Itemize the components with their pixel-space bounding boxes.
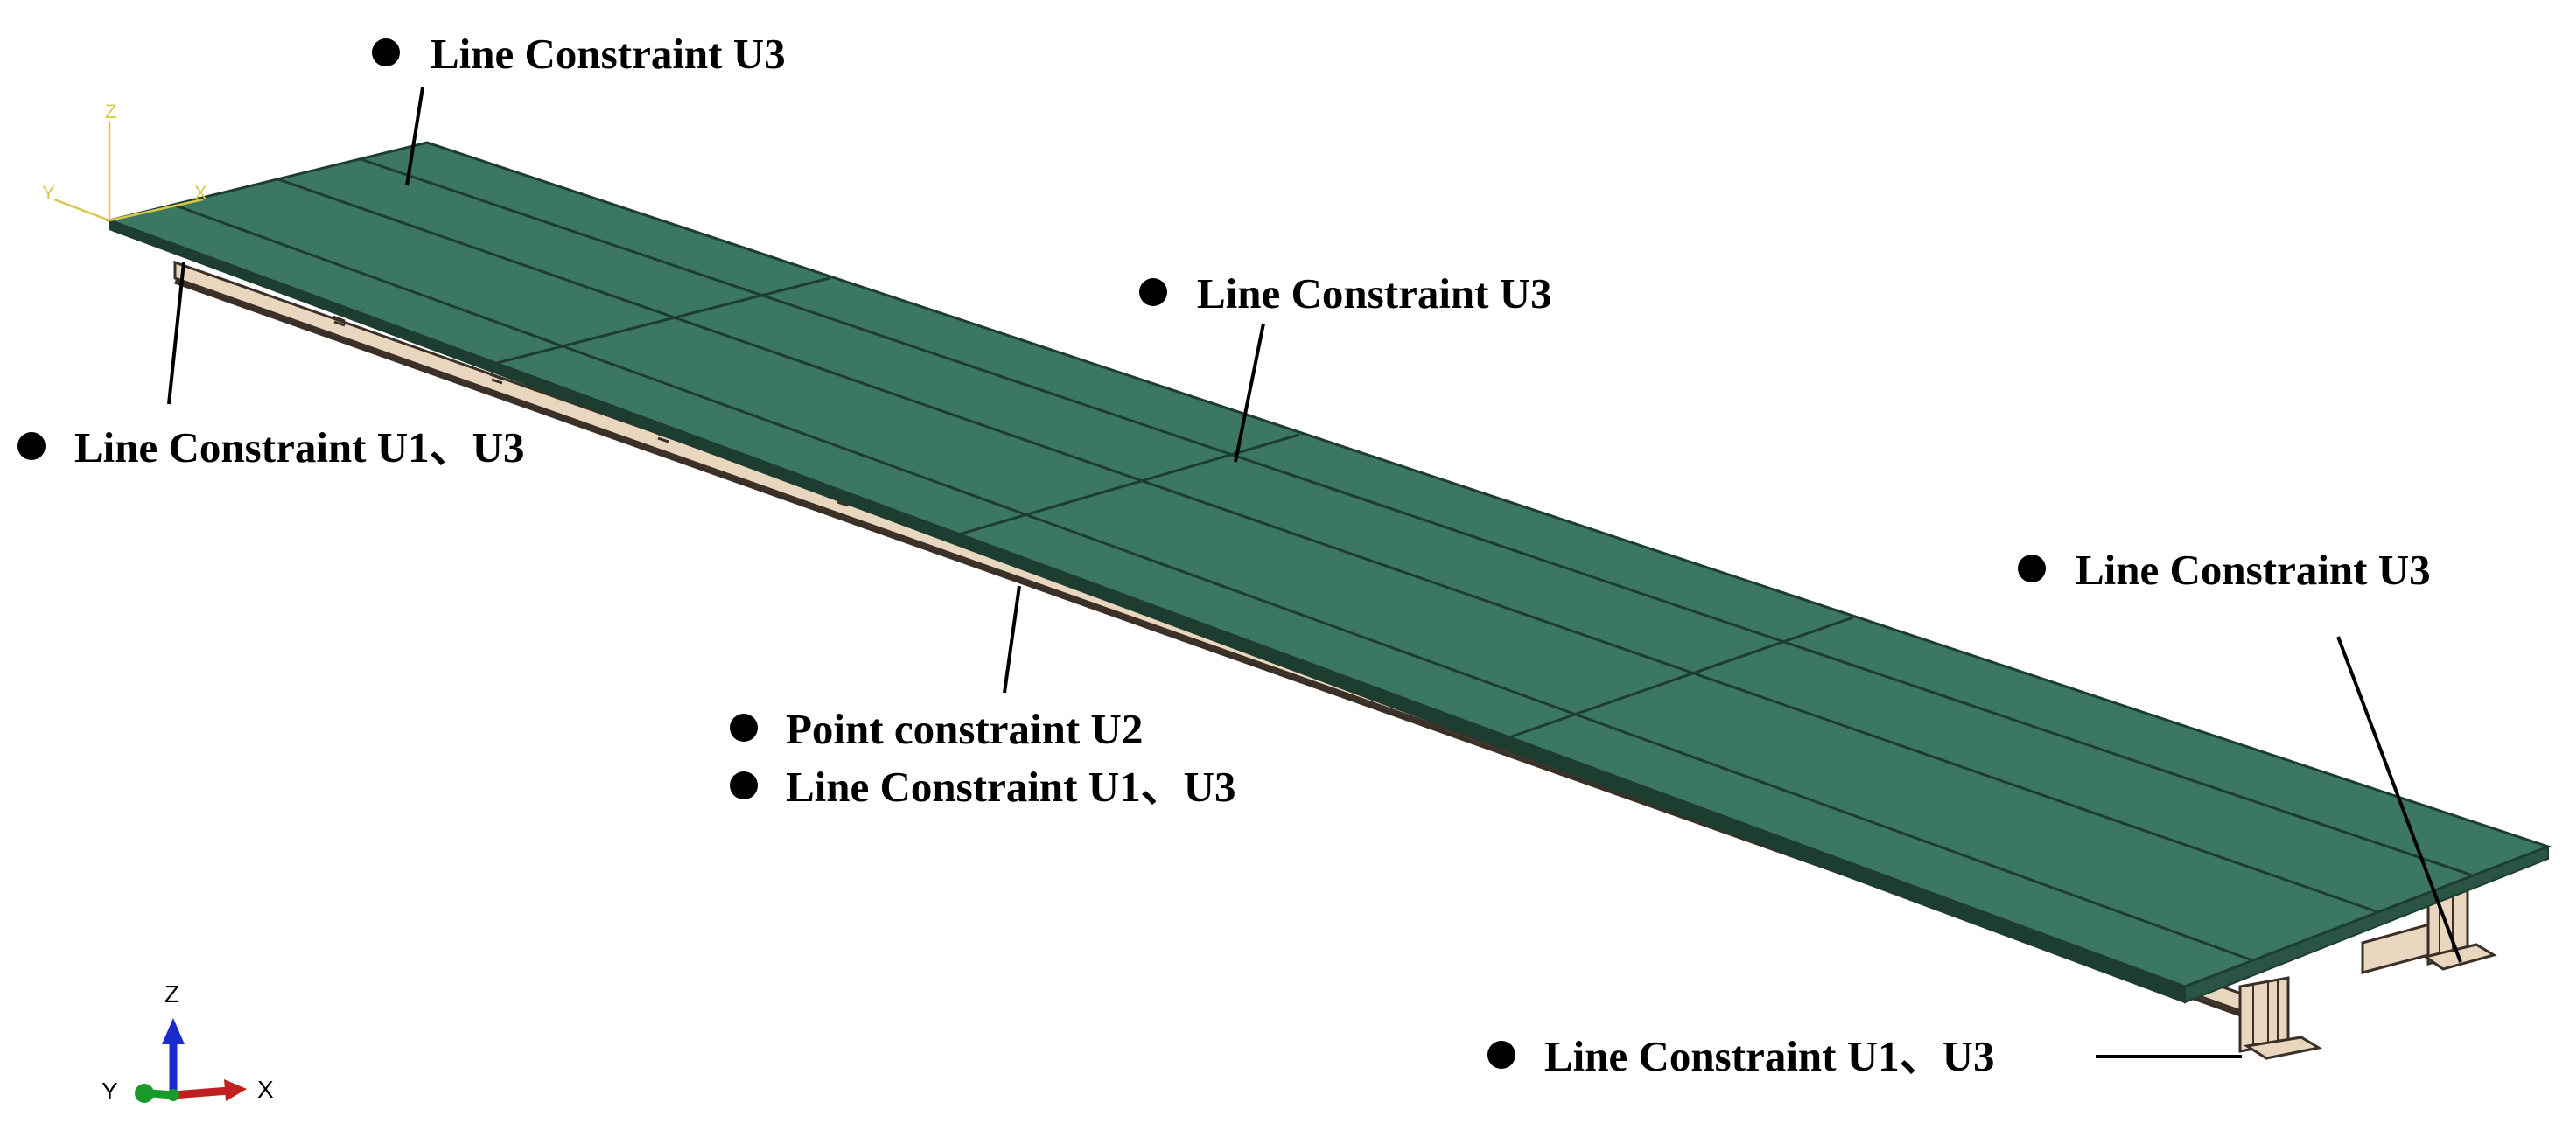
annotation-1: Line Constraint U3 — [372, 30, 786, 78]
leader-line-2 — [1234, 323, 1265, 463]
bullet-icon — [730, 714, 758, 742]
view-axis-x-label: X — [257, 1076, 274, 1103]
annotation-3: Line Constraint U1、U3 — [18, 423, 525, 471]
annotation-6: Line Constraint U1、U3 — [730, 763, 1236, 811]
deck-slab — [104, 141, 2552, 1004]
z-arrow-icon — [162, 1018, 185, 1044]
annotation-5: Point constraint U2 — [730, 705, 1143, 753]
bullet-icon — [2018, 555, 2046, 582]
annotation-2: Line Constraint U3 — [1139, 269, 1552, 317]
leader-lines — [167, 87, 2462, 1058]
annotation-5-text: Point constraint U2 — [786, 705, 1143, 753]
annotation-4-text: Line Constraint U3 — [2076, 546, 2431, 594]
x-arrow-icon — [224, 1079, 247, 1101]
deck-top-surface — [104, 141, 2552, 988]
bullet-icon — [1139, 278, 1167, 306]
annotation-3-text: Line Constraint U1、U3 — [74, 423, 525, 471]
leader-line-1 — [405, 87, 424, 186]
y-arrow-icon — [135, 1084, 154, 1103]
annotation-7: Line Constraint U1、U3 — [1488, 1032, 1995, 1080]
deck-transverse-lines — [496, 276, 1854, 739]
end-support-front — [2238, 976, 2323, 1060]
bullet-icon — [372, 38, 400, 66]
deck-front-face — [108, 219, 2186, 1004]
annotation-2-text: Line Constraint U3 — [1197, 269, 1552, 317]
annotation-6-text: Line Constraint U1、U3 — [786, 763, 1236, 811]
origin-axis-z-label: Z — [105, 101, 116, 122]
bullet-icon — [1488, 1041, 1516, 1069]
view-axis-z-label: Z — [164, 980, 179, 1008]
annotation-1-text: Line Constraint U3 — [430, 30, 786, 78]
annotation-7-text: Line Constraint U1、U3 — [1544, 1032, 1995, 1080]
view-axis-y-label: Y — [102, 1078, 118, 1105]
leader-line-4 — [2336, 636, 2462, 963]
origin-axis-x-label: X — [194, 182, 207, 204]
bullet-icon — [730, 771, 758, 799]
leader-line-3 — [167, 262, 186, 405]
origin-axis-triad: Z Y X — [42, 101, 207, 222]
leader-line-5 — [1003, 585, 1021, 694]
bullet-icon — [18, 432, 46, 460]
origin-axis-y-label: Y — [42, 182, 55, 204]
view-axis-triad: Z Y X — [102, 980, 274, 1105]
deck-longitudinal-lines — [172, 157, 2474, 962]
annotation-4: Line Constraint U3 — [2018, 546, 2431, 594]
